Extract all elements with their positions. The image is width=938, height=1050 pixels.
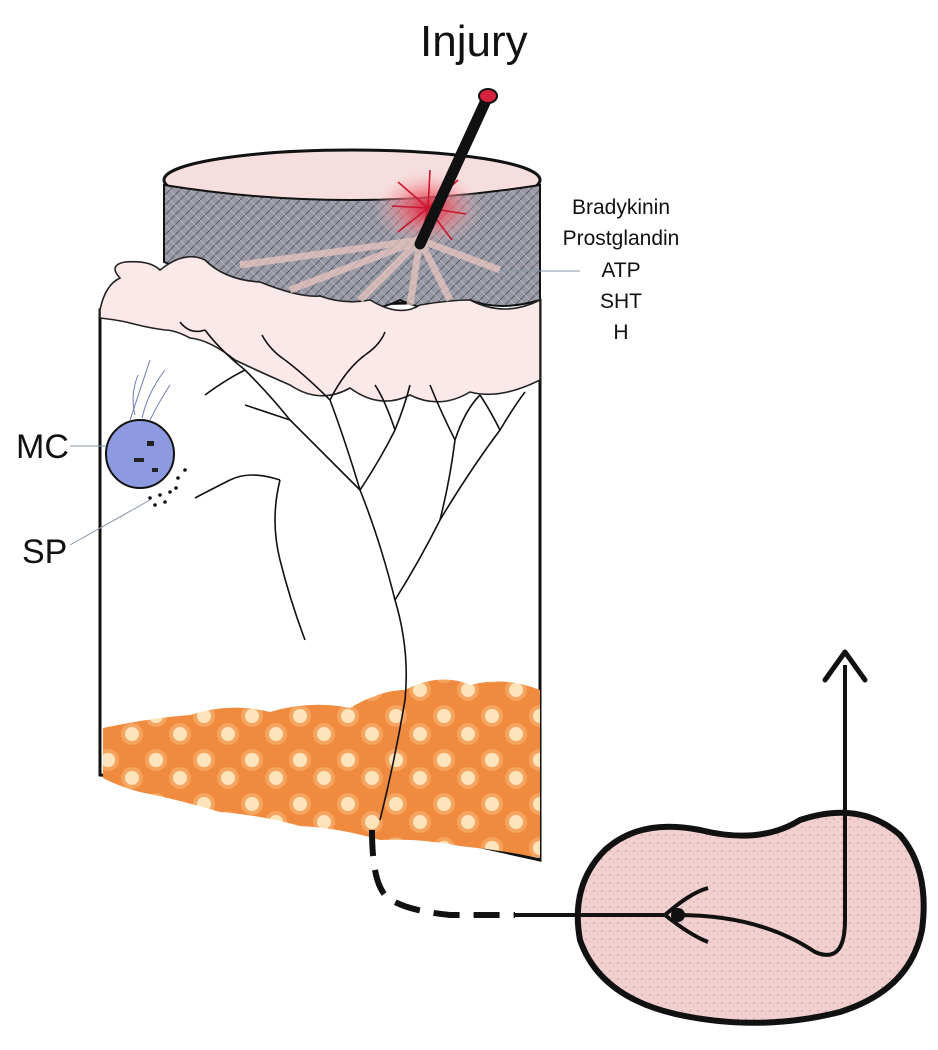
mediator-label-sht: SHT bbox=[600, 290, 642, 313]
dermal-papillae bbox=[99, 255, 541, 403]
synapse-fork bbox=[663, 886, 709, 944]
substance-p-granules bbox=[148, 468, 187, 507]
mediator-label-atp: ATP bbox=[601, 259, 641, 282]
mediator-label-h: H bbox=[613, 321, 629, 344]
fat-layer bbox=[103, 679, 540, 858]
mediator-label-prostglandin: Prostglandin bbox=[562, 227, 680, 250]
sp-leader-line bbox=[69, 499, 151, 546]
mast-cell bbox=[105, 419, 175, 489]
nerve-branches bbox=[179, 321, 526, 821]
mediator-rays bbox=[239, 236, 502, 306]
ascending-pathway bbox=[677, 665, 847, 957]
needle bbox=[414, 90, 494, 250]
needle-tip bbox=[478, 88, 498, 104]
diagram-title: Injury bbox=[420, 17, 528, 66]
substance-p-label: SP bbox=[22, 533, 68, 571]
spinal-cord bbox=[574, 809, 927, 1026]
mediator-label-bradykinin: Bradykinin bbox=[571, 196, 671, 219]
mast-cell-label: MC bbox=[16, 428, 69, 466]
blue-fibers bbox=[129, 359, 171, 421]
arrow-head-icon bbox=[822, 649, 868, 683]
